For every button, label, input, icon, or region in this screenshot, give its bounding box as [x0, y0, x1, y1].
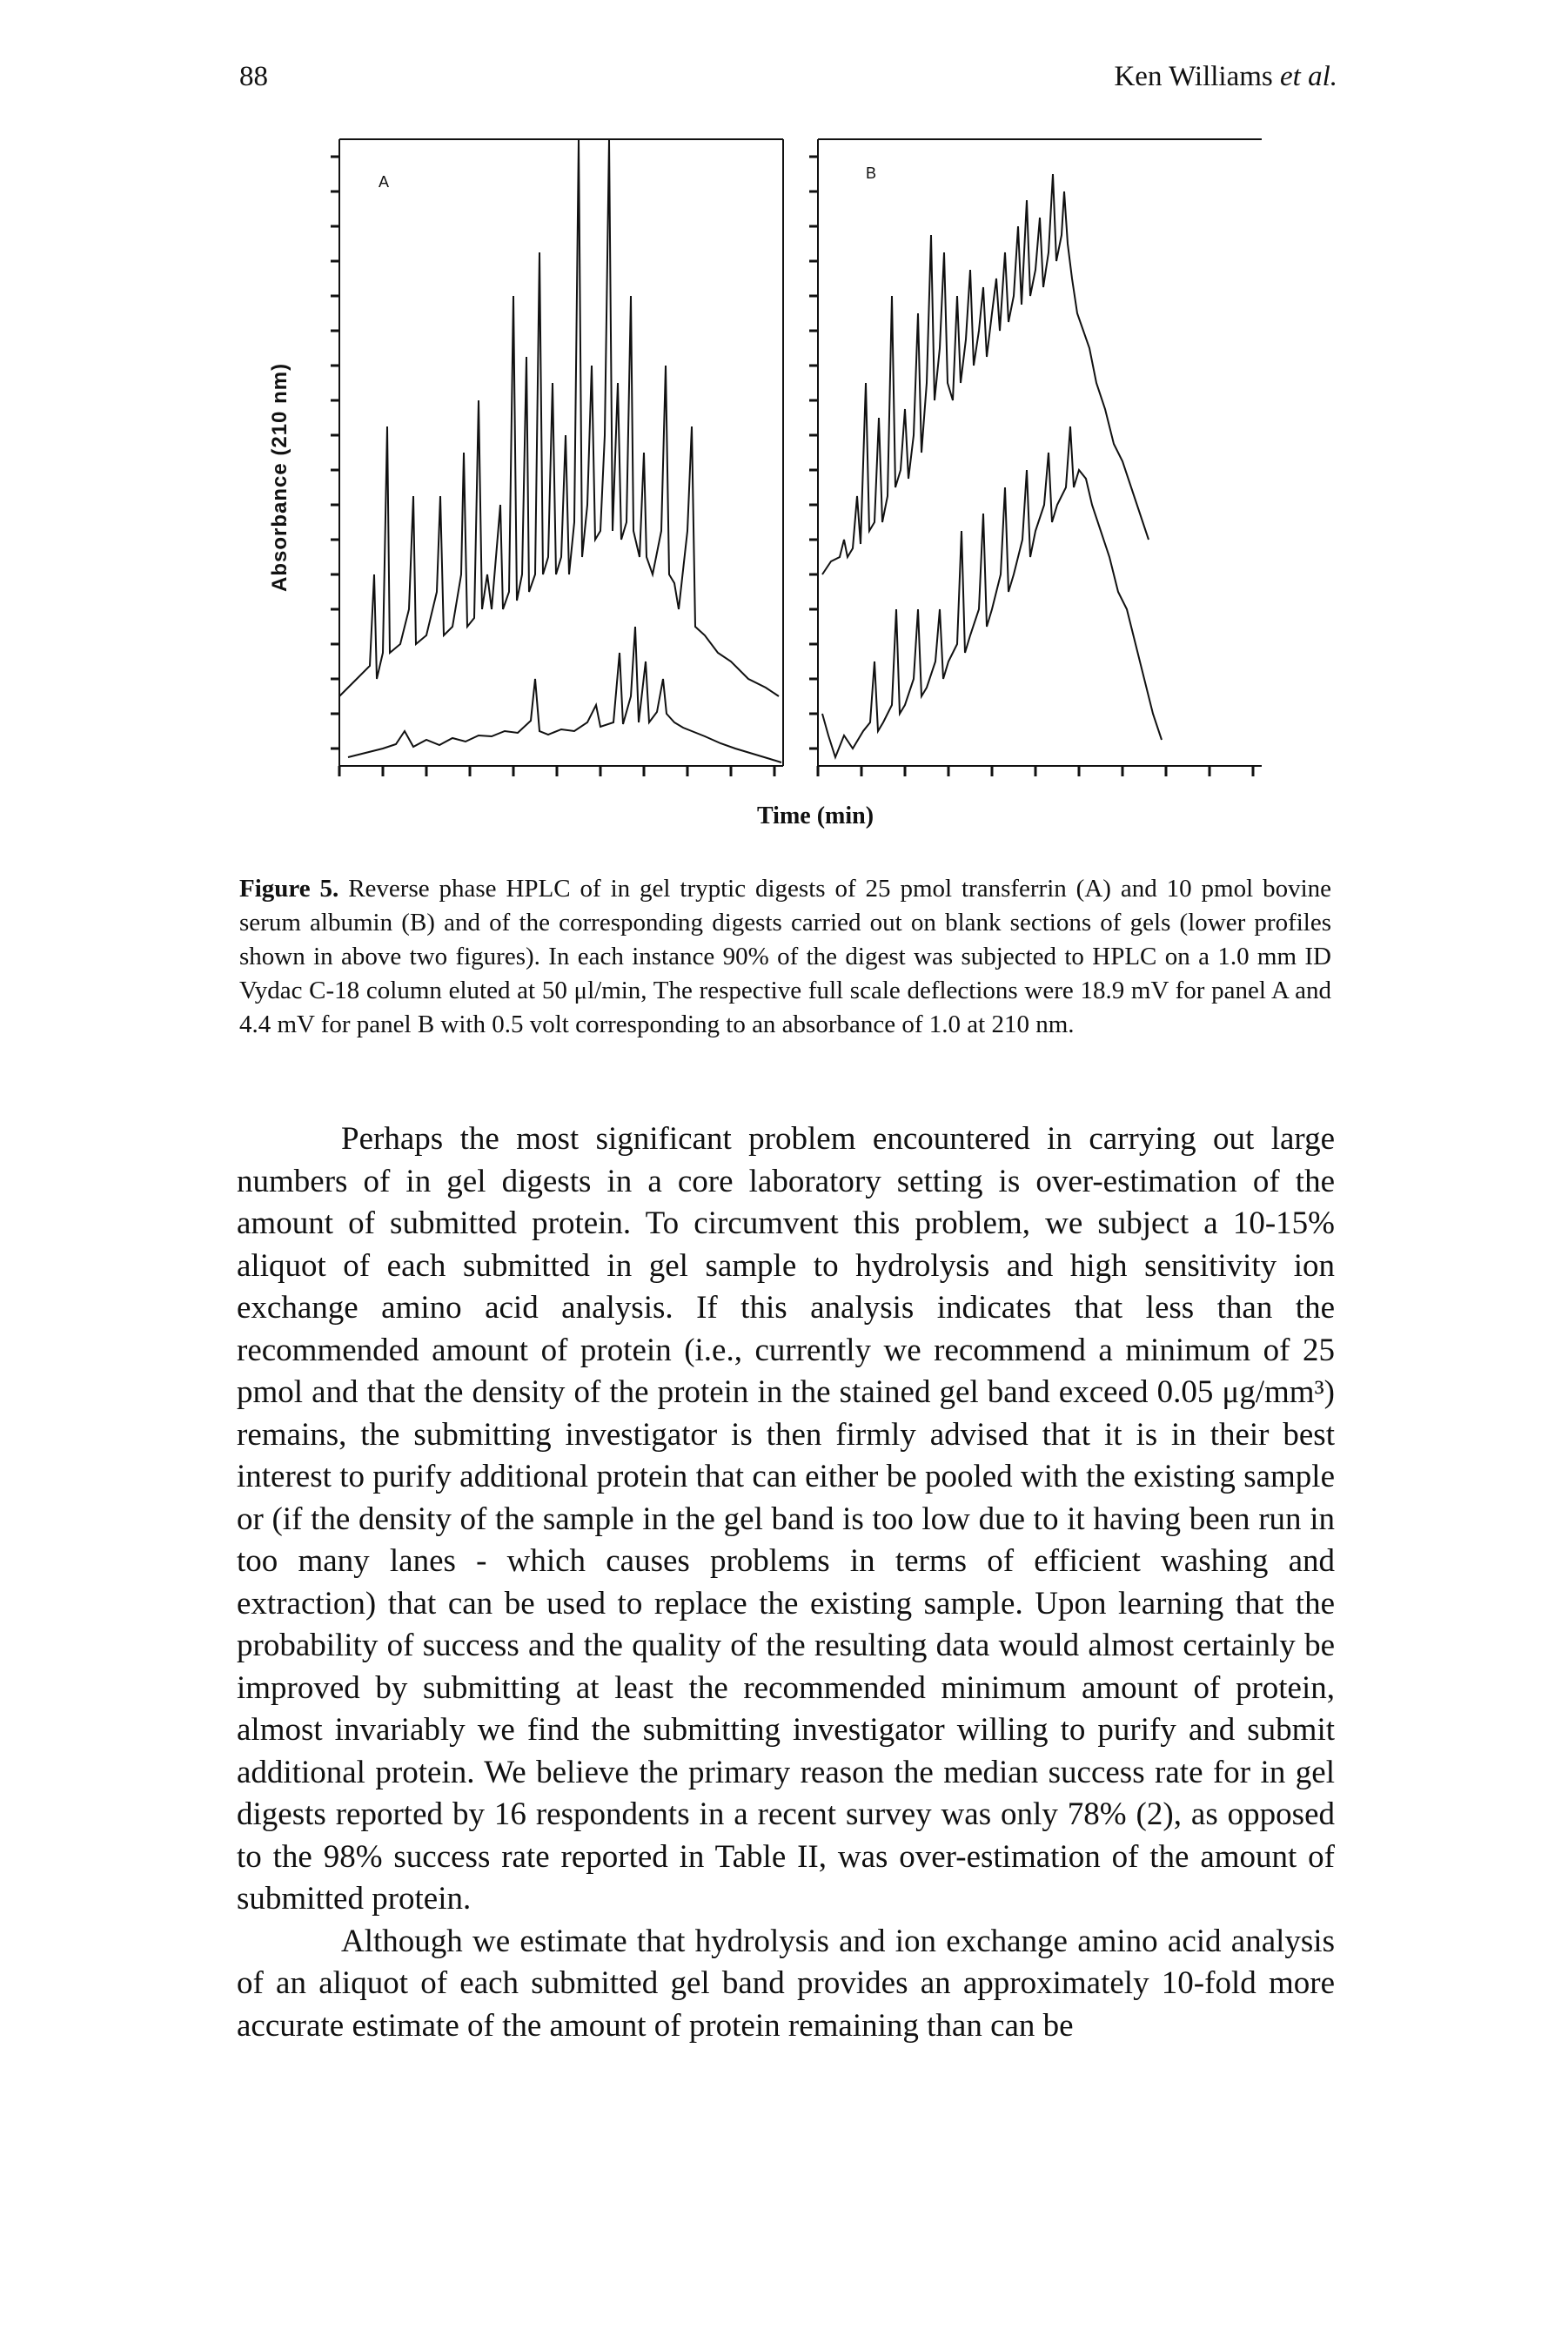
figure-caption: Figure 5. Reverse phase HPLC of in gel t…	[239, 872, 1331, 1042]
panel-a-blank-trace	[347, 626, 782, 763]
panel-a-label: A	[379, 173, 389, 191]
page-number: 88	[239, 61, 268, 92]
figure-5: A B	[244, 122, 1288, 853]
page-header: 88 Ken Williams et al.	[0, 61, 1568, 104]
panel-a-sample-trace	[338, 138, 780, 697]
body-text: Perhaps the most significant problem enc…	[237, 1118, 1335, 2047]
running-head-etal: et al.	[1280, 61, 1337, 92]
hplc-chromatograms: A B	[331, 138, 1262, 776]
panel-b: B	[809, 138, 1262, 776]
panel-b-y-ticks	[809, 155, 818, 750]
paragraph-2: Although we estimate that hydrolysis and…	[237, 1923, 1335, 2044]
caption-text: Reverse phase HPLC of in gel tryptic dig…	[239, 875, 1331, 1038]
y-axis-label: Absorbance (210 nm)	[268, 362, 291, 592]
panel-b-sample-trace	[821, 173, 1149, 575]
panel-a-y-ticks	[331, 155, 339, 750]
panel-b-blank-trace	[821, 426, 1163, 760]
caption-label: Figure 5.	[239, 875, 339, 903]
running-head-author: Ken Williams	[1114, 61, 1281, 92]
running-head: Ken Williams et al.	[1114, 61, 1337, 93]
paragraph-1: Perhaps the most significant problem enc…	[237, 1121, 1335, 1917]
panel-a-x-ticks	[338, 766, 776, 776]
panel-a: A	[331, 138, 784, 776]
panel-b-x-ticks	[816, 766, 1255, 776]
panel-b-label: B	[866, 164, 876, 182]
x-axis-label: Time (min)	[757, 802, 874, 829]
